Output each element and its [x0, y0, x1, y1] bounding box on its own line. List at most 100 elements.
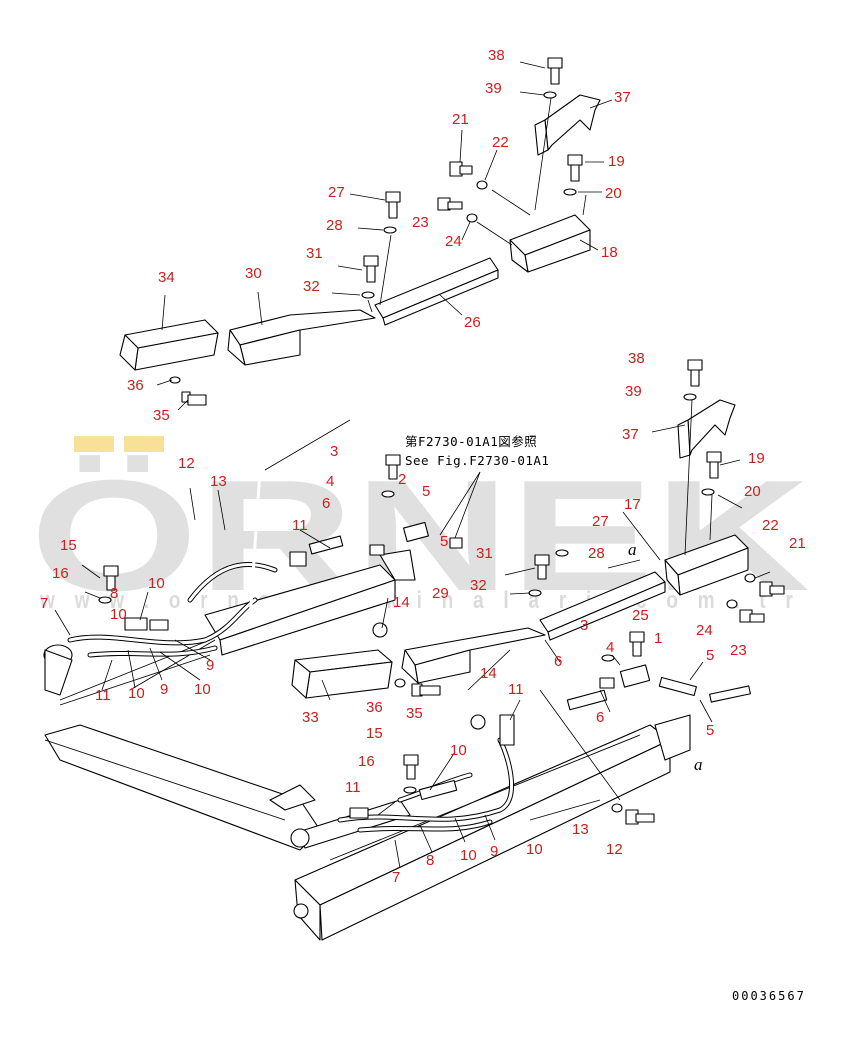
- callout-37-right: 37: [622, 426, 639, 443]
- bolt-38a: [547, 57, 563, 85]
- washer-36b: [394, 678, 406, 688]
- washer-20b: [701, 488, 715, 496]
- left-lower-arm: [44, 724, 321, 851]
- callout-31-mid: 31: [476, 545, 493, 562]
- upper-assembly: [119, 94, 601, 371]
- callout-15-left: 15: [60, 537, 77, 554]
- callout-7-left: 7: [40, 595, 48, 612]
- lower-beam-bracket: [654, 714, 691, 761]
- callout-8-lower: 8: [426, 852, 434, 869]
- callout-9-left-b: 9: [160, 681, 168, 698]
- callout-8-left: 8: [110, 585, 118, 602]
- callout-10-left-d: 10: [194, 681, 211, 698]
- washer-24b: [726, 599, 738, 609]
- callout-12: 12: [178, 455, 195, 472]
- callout-13: 13: [210, 473, 227, 490]
- washer-24a: [466, 213, 478, 223]
- leader-lines: [54, 61, 771, 869]
- callout-36-right: 36: [366, 699, 383, 716]
- callout-6-right-a: 6: [554, 653, 562, 670]
- callout-14-right: 14: [480, 665, 497, 682]
- callout-27: 27: [328, 184, 345, 201]
- callout-3-right: 3: [580, 617, 588, 634]
- bolt-27a: [385, 191, 401, 219]
- washer-20a: [563, 188, 577, 196]
- bolt-21b: [759, 581, 785, 597]
- callout-11-left: 11: [95, 687, 111, 704]
- cover-29: [404, 627, 546, 666]
- callout-35: 35: [153, 407, 170, 424]
- callout-33: 33: [302, 709, 319, 726]
- callout-34: 34: [158, 269, 175, 286]
- reference-note: 第F2730-01A1図参照 See Fig.F2730-01A1: [405, 434, 549, 468]
- callout-10-left-top: 10: [148, 575, 165, 592]
- callout-39: 39: [485, 80, 502, 97]
- pivot-hole: [293, 903, 309, 919]
- callout-37: 37: [614, 89, 631, 106]
- callout-36: 36: [127, 377, 144, 394]
- reference-letter-upper: a: [628, 540, 637, 559]
- callouts: 38 39 37 21 22 19 20 27 28 23 24 18 34 3…: [40, 47, 806, 886]
- watermark-accent-left: [74, 436, 114, 452]
- bolt-35b: [411, 683, 441, 697]
- note-english: See Fig.F2730-01A1: [405, 453, 549, 468]
- callout-5-right-bottom: 5: [706, 722, 714, 739]
- bolt-38b: [687, 359, 703, 387]
- washer-22b: [744, 573, 756, 583]
- callout-3: 3: [330, 443, 338, 460]
- bracket-37b: [687, 399, 736, 456]
- callout-30: 30: [245, 265, 262, 282]
- washer-39b: [683, 393, 697, 401]
- nut-14b: [470, 714, 486, 730]
- callout-23-right: 23: [730, 642, 747, 659]
- document-number: 00036567: [732, 989, 806, 1003]
- bolt-12b: [625, 809, 655, 825]
- callout-4: 4: [326, 473, 334, 490]
- callout-38-right: 38: [628, 350, 645, 367]
- washer-28b: [555, 549, 569, 557]
- callout-10-lower-top: 10: [450, 742, 467, 759]
- bolt-19a: [567, 154, 583, 182]
- callout-2: 2: [398, 471, 406, 488]
- callout-29: 29: [432, 585, 449, 602]
- callout-4-right: 4: [606, 639, 614, 656]
- callout-20: 20: [605, 185, 622, 202]
- callout-1: 1: [654, 630, 662, 647]
- bolt-1: [629, 631, 645, 657]
- callout-38: 38: [488, 47, 505, 64]
- callout-16-right: 16: [358, 753, 375, 770]
- callout-31: 31: [306, 245, 323, 262]
- callout-23: 23: [412, 214, 429, 231]
- callout-21: 21: [452, 111, 469, 128]
- callout-19-right: 19: [748, 450, 765, 467]
- callout-5-right-top: 5: [706, 647, 714, 664]
- fitting-11a: [308, 535, 344, 555]
- bolt-31a: [363, 255, 379, 283]
- callout-27-right: 27: [592, 513, 609, 530]
- callout-5-top: 5: [422, 483, 430, 500]
- bolt-23a: [437, 197, 463, 211]
- watermark-accent-right: [124, 436, 164, 452]
- callout-9-left-a: 9: [206, 657, 214, 674]
- callout-20-right: 20: [744, 483, 761, 500]
- washer-16b: [403, 786, 417, 794]
- callout-21-right: 21: [789, 535, 806, 552]
- callout-18: 18: [601, 244, 618, 261]
- callout-14-top: 14: [393, 594, 410, 611]
- note-japanese: 第F2730-01A1図参照: [405, 434, 537, 449]
- callout-25: 25: [632, 607, 649, 624]
- cover-30: [229, 309, 376, 346]
- bolt-15a: [103, 565, 119, 591]
- callout-10-left-c: 10: [128, 685, 145, 702]
- callout-17: 17: [624, 496, 641, 513]
- washer-32a: [361, 291, 375, 299]
- callout-28: 28: [326, 217, 343, 234]
- callout-9-lower: 9: [490, 843, 498, 860]
- watermark-url: w w w . o r n e k m a k i n a l a r i . …: [39, 587, 800, 614]
- callout-39-right: 39: [625, 383, 642, 400]
- bolt-23b: [739, 609, 765, 623]
- callout-6-right-b: 6: [596, 709, 604, 726]
- bolt-2a: [385, 454, 401, 480]
